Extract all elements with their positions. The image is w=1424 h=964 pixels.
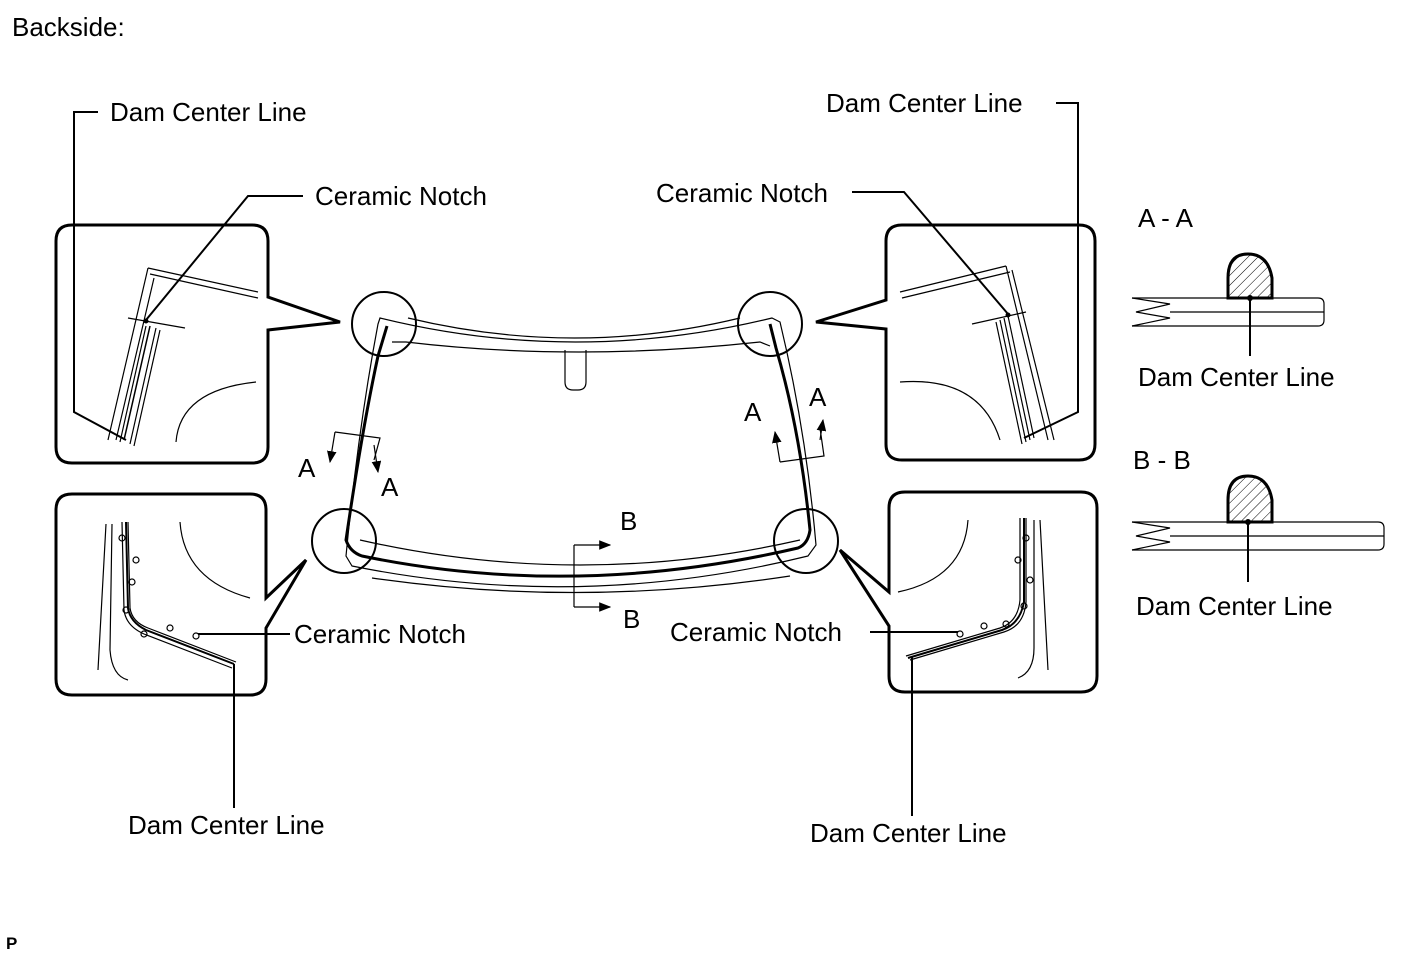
leader-notch-upper-left xyxy=(145,195,303,321)
label-dam-upper-left: Dam Center Line xyxy=(110,97,307,127)
detail-circle-lower-left xyxy=(311,508,377,574)
detail-box-lower-left xyxy=(54,492,308,697)
label-dam-upper-right: Dam Center Line xyxy=(826,88,1023,118)
section-b-b-title: B - B xyxy=(1133,445,1191,475)
section-a-a: A - A Dam Center Line xyxy=(1131,203,1335,392)
corner-mark: P xyxy=(6,934,17,953)
section-marker-a-right: A A xyxy=(744,382,827,463)
section-marker-b: B B xyxy=(573,506,640,634)
marker-a-left-2: A xyxy=(381,472,399,502)
leader-dam-upper-left xyxy=(73,111,127,441)
section-a-a-title: A - A xyxy=(1138,203,1194,233)
dam-profile-b xyxy=(1226,474,1274,524)
notch-point-upper-left xyxy=(143,318,149,324)
label-notch-upper-left: Ceramic Notch xyxy=(315,181,487,211)
label-dam-b-b: Dam Center Line xyxy=(1136,591,1333,621)
section-marker-a-left: A A xyxy=(298,431,399,502)
label-dam-a-a: Dam Center Line xyxy=(1138,362,1335,392)
leader-notch-upper-right xyxy=(852,191,1009,315)
detail-circle-upper-left xyxy=(351,291,417,357)
detail-box-upper-right xyxy=(815,223,1097,462)
dam-bead xyxy=(344,323,812,578)
dam-profile-a xyxy=(1226,252,1274,300)
marker-a-right-2: A xyxy=(809,382,827,412)
heading-backside: Backside: xyxy=(12,12,125,42)
label-notch-lower-left: Ceramic Notch xyxy=(294,619,466,649)
label-notch-upper-right: Ceramic Notch xyxy=(656,178,828,208)
label-dam-lower-right: Dam Center Line xyxy=(810,818,1007,848)
marker-b-2: B xyxy=(623,604,640,634)
marker-a-left-1: A xyxy=(298,453,316,483)
label-notch-lower-right: Ceramic Notch xyxy=(670,617,842,647)
detail-box-upper-left xyxy=(54,223,341,465)
detail-box-lower-right xyxy=(838,490,1099,694)
detail-circle-lower-right xyxy=(773,508,839,574)
leader-dam-upper-right xyxy=(1023,102,1079,439)
label-dam-lower-left: Dam Center Line xyxy=(128,810,325,840)
marker-b-1: B xyxy=(620,506,637,536)
detail-circle-upper-right xyxy=(737,291,803,357)
section-b-b: B - B Dam Center Line xyxy=(1131,445,1385,621)
marker-a-right-1: A xyxy=(744,397,762,427)
windshield-outline xyxy=(345,317,817,594)
notch-point-upper-right xyxy=(1005,312,1011,318)
